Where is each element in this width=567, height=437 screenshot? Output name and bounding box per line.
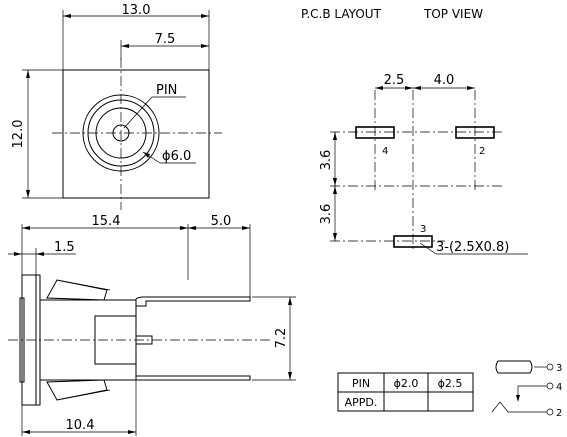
lower-pin [135, 375, 251, 381]
dim-pins-label: 5.0 [211, 214, 232, 229]
side-view: 15.4 5.0 1.5 7.2 10.4 [8, 214, 296, 436]
schematic-symbol: 3 4 2 [491, 360, 562, 419]
schematic-label-2: 2 [556, 408, 562, 419]
dim-vertical-1: 3.6 [319, 150, 334, 171]
upper-pin [135, 296, 251, 307]
dim-length-label: 15.4 [92, 214, 121, 229]
housing-outline [62, 69, 210, 199]
plug-symbol [495, 360, 533, 374]
dim-offset-label: 7.5 [155, 32, 176, 47]
pin-label: PIN [156, 83, 177, 98]
schematic-label-3: 3 [556, 363, 562, 374]
pcb-layout: P.C.B LAYOUT TOP VIEW 2.5 4.0 3.6 3.6 4 … [301, 7, 528, 255]
top-view: 13.0 7.5 12.0 PIN ϕ6.0 [11, 3, 222, 210]
schematic-label-4: 4 [556, 382, 562, 393]
dim-flange-label: 1.5 [54, 240, 75, 255]
dim-vertical-2: 3.6 [319, 204, 334, 225]
jack-outer-ring [82, 94, 160, 172]
diameter-label: ϕ6.0 [162, 149, 191, 164]
lower-spring [46, 379, 108, 401]
table-header-d20: ϕ2.0 [394, 377, 419, 390]
jack-hole [95, 107, 147, 159]
pad-label-3: 3 [420, 224, 426, 235]
table-header-d25: ϕ2.5 [438, 377, 463, 390]
dim-pad-a: 2.5 [384, 73, 405, 88]
dim-pad-b: 4.0 [434, 73, 455, 88]
jack-inner-ring [87, 99, 155, 167]
pad-label-4: 4 [382, 146, 388, 157]
dim-width-label: 13.0 [122, 3, 151, 18]
pad-note: 3-(2.5X0.8) [436, 240, 509, 255]
dim-base-label: 10.4 [66, 418, 95, 433]
pcb-layout-title: P.C.B LAYOUT [301, 7, 382, 21]
pad-label-2: 2 [479, 146, 485, 157]
table-header-pin: PIN [352, 377, 370, 390]
dim-pin-span-label: 7.2 [274, 328, 289, 349]
dim-height-label: 12.0 [11, 120, 26, 149]
pin-circle [112, 124, 130, 142]
upper-spring [46, 279, 108, 301]
table-row-label: APPD. [345, 396, 378, 409]
top-view-title: TOP VIEW [423, 7, 483, 21]
spec-table: PIN ϕ2.0 ϕ2.5 APPD. [337, 372, 474, 412]
